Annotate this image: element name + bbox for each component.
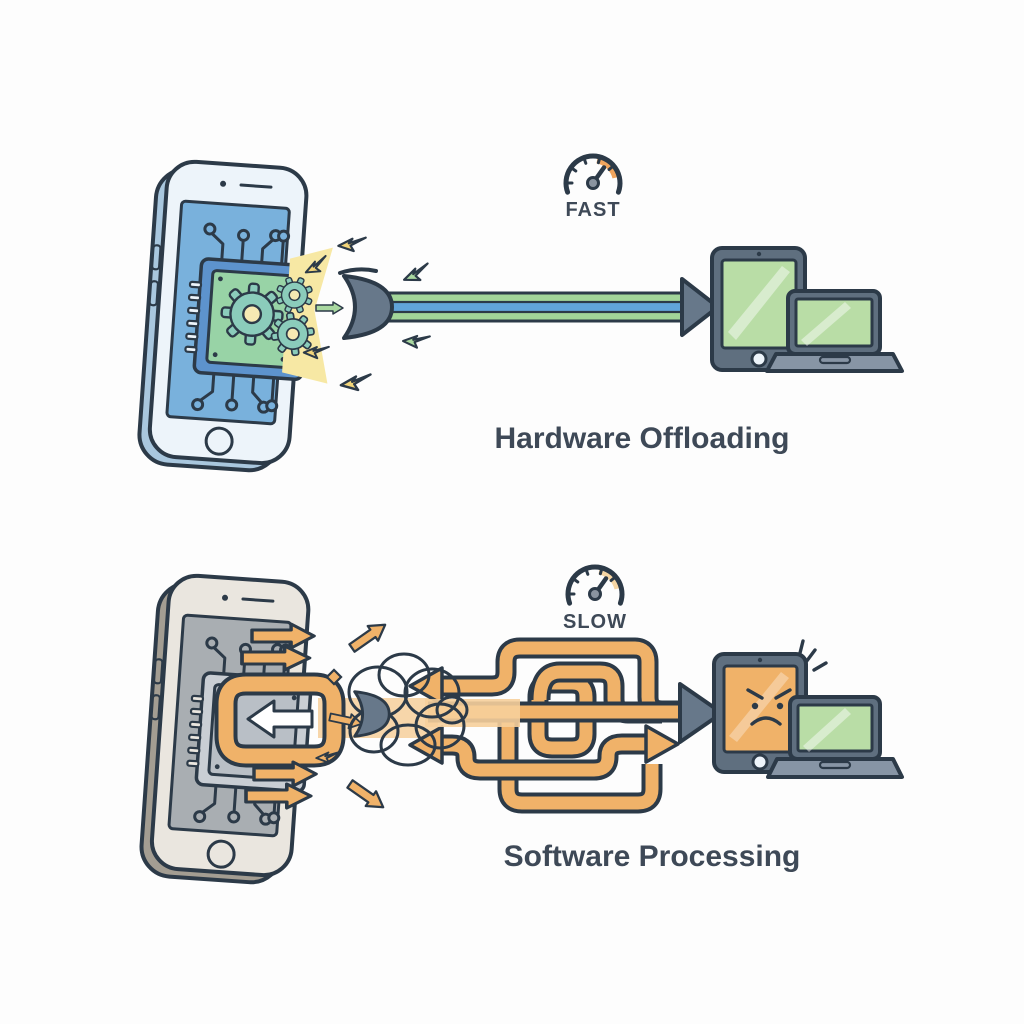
chip-pins: [184, 280, 203, 354]
fast-label: FAST: [565, 199, 620, 221]
gauge-ticks: [564, 155, 616, 185]
screen-shine: [728, 266, 790, 340]
screen-shine: [801, 302, 851, 346]
fast-data-stream: [315, 267, 720, 340]
receiving-devices-slow: [712, 639, 904, 779]
speedometer-fast-icon: [563, 153, 623, 195]
phone-side-buttons: [148, 244, 162, 307]
camera-dot-icon: [222, 594, 229, 601]
stress-lines-icon: [798, 639, 828, 672]
angry-face-icon: [746, 688, 792, 726]
hardware-offloading-section: FAST Hardware Offloading: [137, 153, 904, 473]
laptop-fast: [765, 289, 904, 373]
crescent-nose-icon: [342, 274, 394, 340]
laptop-notch: [818, 355, 852, 365]
home-button-icon: [204, 426, 234, 456]
spark-diamond-icon: [325, 668, 343, 686]
gauge-pivot: [586, 176, 600, 190]
circuit-traces: [191, 222, 291, 414]
arrow-icon: [343, 775, 390, 816]
gauge-rim: [563, 153, 623, 195]
lightning-bolt-icon: [400, 262, 432, 284]
home-button-icon: [750, 350, 768, 368]
slow-stream-arrowhead-icon: [678, 682, 724, 744]
software-processing-caption: Software Processing: [504, 840, 801, 873]
lightning-bolt-icon: [401, 328, 431, 352]
lightning-bolt-icon: [339, 370, 372, 393]
screen-shine: [803, 708, 851, 752]
stream-stripe-blue: [382, 300, 686, 314]
tangle-scribble-icon: [327, 652, 520, 767]
loop-back-arrow: [246, 699, 314, 739]
camera-dot-icon: [220, 180, 227, 187]
home-button-icon: [751, 753, 769, 771]
slow-exit-arrows: [240, 616, 392, 816]
slow-label: SLOW: [563, 611, 627, 633]
laptop-screen: [794, 297, 874, 348]
speedometer-slow-icon: [565, 564, 625, 606]
gauge-pivot: [588, 587, 602, 601]
receiving-devices-fast: [710, 246, 904, 373]
gauge-rim: [565, 564, 625, 606]
arrow-icon: [345, 616, 392, 657]
laptop-notch: [818, 760, 852, 770]
home-button-icon: [206, 839, 236, 869]
laptop-screen: [796, 703, 874, 753]
cpu-loop-arrow-icon: [214, 672, 346, 768]
gauge-ticks: [566, 566, 618, 596]
lightning-bolt-icon: [336, 232, 367, 254]
camera-dot-icon: [757, 657, 763, 663]
detour-arrowhead-right-icon: [644, 724, 680, 764]
crescent-motion-line: [338, 267, 378, 275]
smartphone-fast: [137, 159, 333, 473]
screen-shine: [729, 672, 789, 742]
software-processing-section: SLOW: [139, 564, 904, 885]
hardware-offloading-caption: Hardware Offloading: [494, 422, 789, 455]
stream-arrowhead-icon: [680, 277, 720, 337]
speaker-slot-icon: [241, 597, 275, 603]
tablet-angry: [712, 639, 828, 774]
chip-pins: [186, 694, 205, 768]
phone-side-buttons: [150, 658, 164, 721]
laptop-slow: [766, 695, 904, 779]
speaker-slot-icon: [239, 183, 273, 189]
camera-dot-icon: [756, 251, 762, 257]
tablet-fast: [710, 246, 807, 372]
stream-start-arrow-icon: [315, 301, 344, 315]
